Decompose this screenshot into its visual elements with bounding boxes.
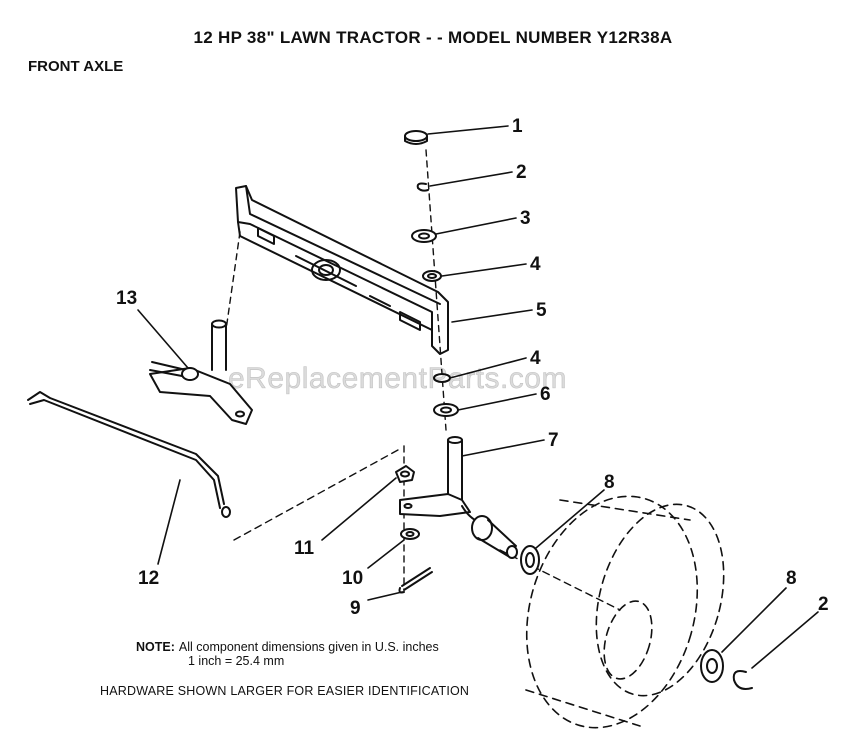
callout-2: 2 xyxy=(516,162,527,183)
hardware-note: HARDWARE SHOWN LARGER FOR EASIER IDENTIF… xyxy=(100,684,470,698)
leader-2 xyxy=(429,171,513,187)
callout-11: 11 xyxy=(294,538,315,559)
pivot-line-right xyxy=(425,149,447,431)
callout-2-lower: 2 xyxy=(818,594,829,615)
leader-3 xyxy=(435,217,517,235)
leader-9 xyxy=(367,591,403,601)
callout-6: 6 xyxy=(540,384,551,405)
callout-9: 9 xyxy=(350,598,361,619)
note-line-2: 1 inch = 25.4 mm xyxy=(188,654,285,668)
watermark: eReplacementParts.com xyxy=(228,362,567,396)
callout-12: 12 xyxy=(138,568,159,589)
part-4-bushing-top xyxy=(422,270,442,282)
callout-4-bottom: 4 xyxy=(530,348,541,369)
callout-labels: 1 2 3 4 5 4 6 7 8 8 2 9 10 11 12 13 xyxy=(116,116,829,619)
diagram-subtitle: FRONT AXLE xyxy=(28,58,124,75)
tie-rod-guide xyxy=(233,449,399,541)
part-11-nut xyxy=(395,465,415,483)
leader-5 xyxy=(451,309,533,323)
part-3-washer xyxy=(411,229,437,243)
part-10-washer xyxy=(400,528,420,540)
part-8-washer-lower xyxy=(700,649,724,683)
callout-3: 3 xyxy=(520,208,531,229)
callout-1: 1 xyxy=(512,116,523,137)
leader-1 xyxy=(427,125,509,135)
front-axle-beam xyxy=(235,185,449,355)
leader-8b xyxy=(721,587,787,653)
callout-8-axle: 8 xyxy=(604,472,615,493)
diagram-title: 12 HP 38" LAWN TRACTOR - - MODEL NUMBER … xyxy=(193,28,673,47)
part-7-spindle xyxy=(399,436,518,559)
dimension-note: NOTE:All component dimensions given in U… xyxy=(136,640,439,668)
note-line-1: All component dimensions given in U.S. i… xyxy=(178,640,439,654)
axle-guide xyxy=(499,549,621,611)
pivot-line-left xyxy=(225,231,241,331)
leader-6 xyxy=(457,393,537,411)
callout-8-lower: 8 xyxy=(786,568,797,589)
part-13-spindle-assembly xyxy=(149,319,253,425)
leader-13 xyxy=(137,309,189,369)
part-1-cap xyxy=(404,130,428,145)
leader-4a xyxy=(441,263,527,277)
part-6-washer xyxy=(433,403,459,417)
leader-4b xyxy=(449,357,527,379)
callout-5: 5 xyxy=(536,300,547,321)
leader-8a xyxy=(535,489,605,549)
leader-7 xyxy=(461,439,545,457)
part-12-tie-rod xyxy=(27,391,231,518)
callout-7: 7 xyxy=(548,430,559,451)
leader-2b xyxy=(751,611,819,669)
part-2-e-ring-lower xyxy=(732,670,753,690)
part-8-washer-axle xyxy=(520,545,540,575)
leader-12 xyxy=(157,479,181,565)
front-wheel xyxy=(525,495,725,729)
callout-10: 10 xyxy=(342,568,363,589)
callout-13: 13 xyxy=(116,288,137,309)
leader-10 xyxy=(367,539,405,569)
note-label: NOTE: xyxy=(136,640,175,654)
leader-11 xyxy=(321,477,397,541)
callout-4-top: 4 xyxy=(530,254,541,275)
part-2-e-ring xyxy=(416,182,429,192)
